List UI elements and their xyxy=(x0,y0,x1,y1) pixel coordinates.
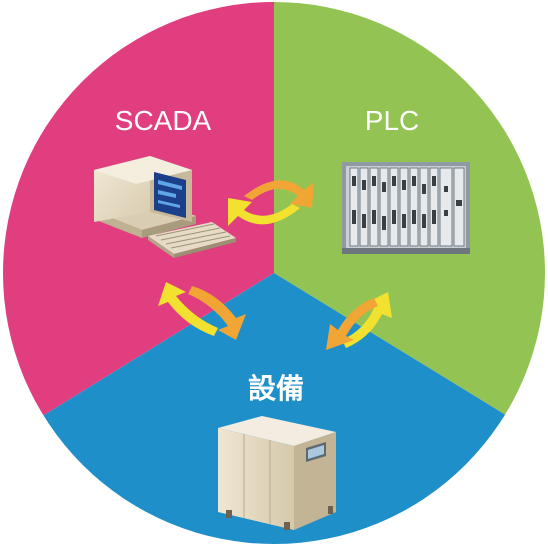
scada-equipment-arrows-icon xyxy=(158,282,246,340)
plc-rack-icon xyxy=(342,162,470,254)
equipment-label: 設備 xyxy=(248,372,304,405)
equipment-segment xyxy=(3,273,545,544)
plc-equipment-arrows-icon xyxy=(326,292,392,350)
scada-label: SCADA xyxy=(115,105,212,136)
scada-plc-arrows-icon xyxy=(228,180,314,226)
industrial-machine-icon xyxy=(218,416,336,530)
plc-label: PLC xyxy=(365,105,419,136)
computer-workstation-icon xyxy=(94,156,236,258)
